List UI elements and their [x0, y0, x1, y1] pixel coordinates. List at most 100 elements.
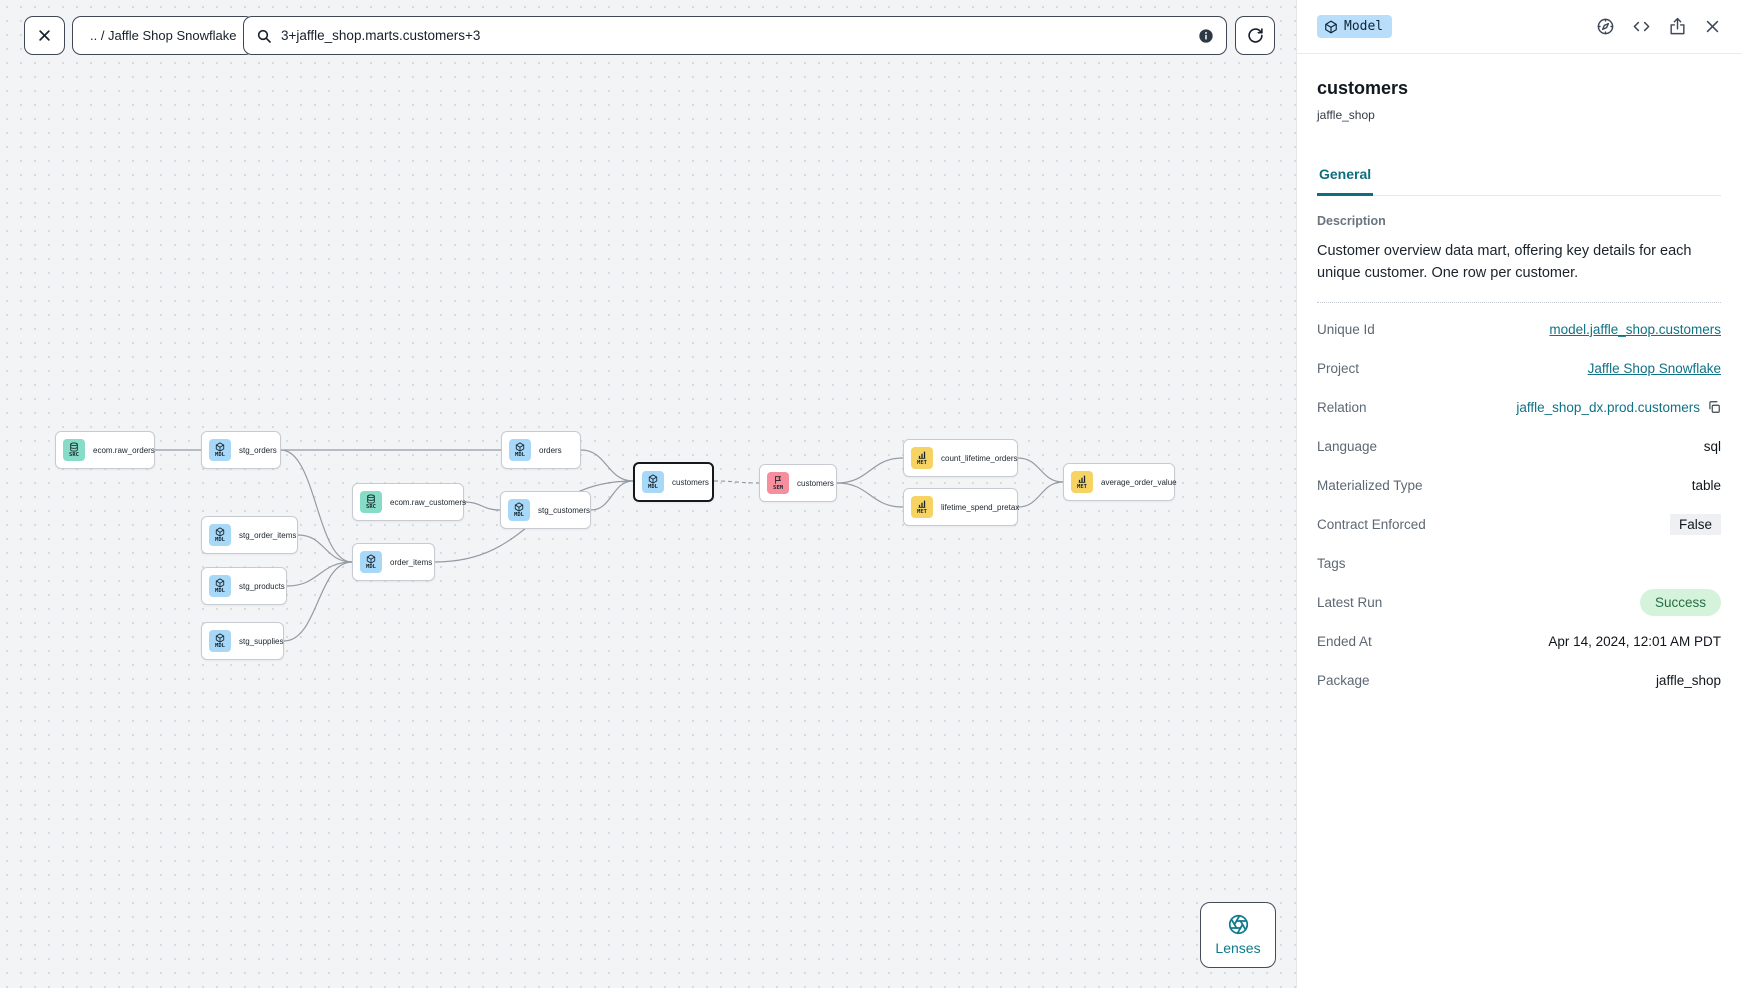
- detail-value: jaffle_shop_dx.prod.customers: [1516, 399, 1700, 415]
- detail-label: Project: [1317, 360, 1360, 376]
- detail-label: Unique Id: [1317, 321, 1375, 337]
- detail-value: jaffle_shop: [1655, 672, 1721, 688]
- node-label: stg_products: [239, 581, 285, 591]
- graph-node-lifetime_spend_pretax[interactable]: MET lifetime_spend_pretax: [903, 488, 1020, 526]
- graph-node-count_lifetime_orders[interactable]: MET count_lifetime_orders: [903, 439, 1018, 477]
- graph-node-stg_orders[interactable]: MDL stg_orders: [201, 431, 281, 469]
- node-type-badge-src: SRC: [360, 491, 382, 513]
- graph-node-order_items[interactable]: MDL order_items: [352, 543, 435, 581]
- refresh-button[interactable]: [1235, 16, 1275, 55]
- info-icon[interactable]: [1198, 28, 1214, 44]
- page-title: customers: [1317, 78, 1409, 98]
- detail-label: Tags: [1317, 555, 1346, 571]
- page-subtitle: jaffle_shop: [1317, 108, 1375, 122]
- graph-node-stg_supplies[interactable]: MDL stg_supplies: [201, 622, 284, 660]
- detail-row-language: Language sql: [1317, 427, 1721, 466]
- breadcrumb-label: .. / Jaffle Shop Snowflake: [90, 28, 237, 43]
- node-label: average_order_value: [1101, 477, 1177, 487]
- detail-value: table: [1691, 477, 1721, 493]
- node-label: order_items: [390, 557, 433, 567]
- cube-icon: [1325, 20, 1337, 33]
- detail-label: Package: [1317, 672, 1370, 688]
- node-type-badge-mdl: MDL: [508, 499, 530, 521]
- share-icon[interactable]: [1668, 17, 1687, 36]
- detail-value: Apr 14, 2024, 12:01 AM PDT: [1548, 633, 1721, 649]
- node-label: lifetime_spend_pretax: [941, 502, 1020, 512]
- graph-node-stg_customers[interactable]: MDL stg_customers: [500, 491, 591, 529]
- node-type-badge-met: MET: [1071, 471, 1093, 493]
- detail-link[interactable]: model.jaffle_shop.customers: [1549, 321, 1721, 337]
- lineage-selector-input[interactable]: [281, 28, 1189, 43]
- node-label: stg_supplies: [239, 636, 284, 646]
- node-label: stg_orders: [239, 445, 277, 455]
- graph-node-orders[interactable]: MDL orders: [501, 431, 581, 469]
- node-label: stg_order_items: [239, 530, 297, 540]
- tab-bar: General: [1317, 166, 1721, 196]
- node-label: orders: [539, 445, 562, 455]
- detail-label: Latest Run: [1317, 594, 1383, 610]
- node-type-badge-sem: SEM: [767, 472, 789, 494]
- panel-header: Model: [1297, 0, 1741, 54]
- detail-label: Relation: [1317, 399, 1367, 415]
- lenses-button[interactable]: Lenses: [1200, 902, 1276, 968]
- graph-node-customers_sem[interactable]: SEM customers: [759, 464, 837, 502]
- graph-node-ecom.raw_orders[interactable]: SRC ecom.raw_orders: [55, 431, 155, 469]
- search-icon: [257, 29, 271, 43]
- detail-row-package: Package jaffle_shop: [1317, 661, 1721, 700]
- resource-type-label: Model: [1344, 19, 1384, 34]
- close-icon: [39, 30, 50, 41]
- node-type-badge-mdl: MDL: [209, 524, 231, 546]
- status-badge: Success: [1639, 588, 1721, 616]
- search-bar: [243, 16, 1227, 55]
- node-label: ecom.raw_customers: [390, 497, 467, 507]
- detail-row-unique-id: Unique Id model.jaffle_shop.customers: [1317, 310, 1721, 349]
- lenses-label: Lenses: [1215, 940, 1261, 956]
- node-label: customers: [672, 477, 709, 487]
- node-label: stg_customers: [538, 505, 591, 515]
- breadcrumb[interactable]: .. / Jaffle Shop Snowflake: [72, 16, 255, 55]
- node-type-badge-mdl: MDL: [509, 439, 531, 461]
- detail-row-project: Project Jaffle Shop Snowflake: [1317, 349, 1721, 388]
- detail-label: Materialized Type: [1317, 477, 1423, 493]
- node-label: customers: [797, 478, 834, 488]
- detail-value: sql: [1703, 438, 1721, 454]
- graph-node-stg_products[interactable]: MDL stg_products: [201, 567, 287, 605]
- detail-link[interactable]: Jaffle Shop Snowflake: [1587, 360, 1721, 376]
- node-type-badge-mdl: MDL: [360, 551, 382, 573]
- detail-row-tags: Tags: [1317, 544, 1721, 583]
- detail-row-materialized-type: Materialized Type table: [1317, 466, 1721, 505]
- detail-label: Language: [1317, 438, 1378, 454]
- copy-icon[interactable]: [1707, 400, 1721, 414]
- graph-node-stg_order_items[interactable]: MDL stg_order_items: [201, 516, 298, 554]
- detail-badge: False: [1669, 513, 1721, 535]
- node-label: ecom.raw_orders: [93, 445, 155, 455]
- detail-row-contract-enforced: Contract Enforced False: [1317, 505, 1721, 544]
- detail-label: Contract Enforced: [1317, 516, 1426, 532]
- node-type-badge-mdl: MDL: [209, 439, 231, 461]
- close-panel-icon[interactable]: [1704, 18, 1721, 35]
- node-label: count_lifetime_orders: [941, 453, 1018, 463]
- close-lineage-button[interactable]: [24, 16, 65, 55]
- description-text: Customer overview data mart, offering ke…: [1317, 240, 1721, 303]
- details-panel: Model customers jaffle_shop General Desc…: [1296, 0, 1741, 988]
- tab-general[interactable]: General: [1317, 166, 1374, 196]
- resource-type-badge: Model: [1317, 15, 1393, 38]
- description-heading: Description: [1317, 214, 1386, 228]
- detail-row-relation: Relation jaffle_shop_dx.prod.customers: [1317, 388, 1721, 427]
- aperture-icon: [1228, 914, 1248, 935]
- explore-compass-icon[interactable]: [1596, 17, 1615, 36]
- refresh-icon: [1247, 28, 1263, 43]
- code-icon[interactable]: [1632, 17, 1651, 36]
- node-type-badge-src: SRC: [63, 439, 85, 461]
- node-type-badge-met: MET: [911, 496, 933, 518]
- node-type-badge-met: MET: [911, 447, 933, 469]
- node-type-badge-mdl: MDL: [209, 575, 231, 597]
- graph-node-ecom.raw_customers[interactable]: SRC ecom.raw_customers: [352, 483, 467, 521]
- graph-node-average_order_value[interactable]: MET average_order_value: [1063, 463, 1177, 501]
- detail-row-latest-run: Latest Run Success: [1317, 583, 1721, 622]
- node-type-badge-mdl: MDL: [209, 630, 231, 652]
